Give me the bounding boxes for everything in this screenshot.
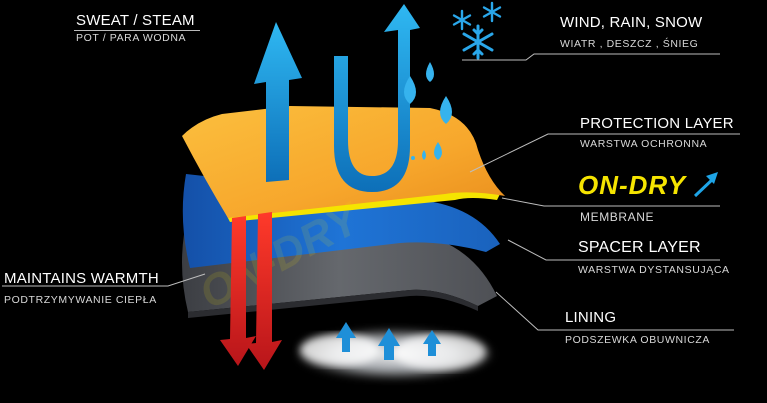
snowflake-icon [462,24,494,60]
warmth-arrows [220,212,282,370]
steam-arrows [336,322,441,360]
brand-arrow-icon [693,172,718,198]
water-drop-icon [411,156,415,160]
protection-subtitle: WARSTWA OCHRONNA [580,138,708,150]
lining-subtitle: PODSZEWKA OBUWNICZA [565,334,710,346]
wind-title: WIND, RAIN, SNOW [560,14,703,31]
up-arrow-icon [254,22,302,182]
water-drop-icon [434,142,442,160]
u-turn-arrow-icon [334,4,420,192]
protection-title: PROTECTION LAYER [580,115,734,132]
water-drop-icon [440,96,452,124]
lining-title: LINING [565,309,617,326]
on-dry-logo: ON-DRY [578,170,687,200]
snowflake-icon [452,9,472,31]
sweat-title: SWEAT / STEAM [76,12,195,29]
leader-lines [2,53,740,331]
spacer-title: SPACER LAYER [578,239,701,256]
up-arrow-icon [336,322,356,352]
water-drops [404,62,452,160]
snowflakes [452,1,502,60]
warmth-subtitle: PODTRZYMYWANIE CIEPŁA [4,294,157,306]
sweat-subtitle: POT / PARA WODNA [76,32,187,44]
warmth-title: MAINTAINS WARMTH [4,270,159,287]
water-drop-icon [422,150,426,160]
snowflake-icon [482,1,502,23]
down-arrow-icon [220,216,256,366]
steam-cloud-icon [295,328,495,380]
spacer-subtitle: WARSTWA DYSTANSUJĄCA [578,264,730,276]
water-drop-icon [404,76,416,104]
membrane-subtitle: MEMBRANE [580,210,655,224]
up-arrow-icon [423,330,441,356]
sweat-rule [74,30,200,31]
water-drop-icon [426,62,434,82]
wind-subtitle: WIATR , DESZCZ , ŚNIEG [560,38,699,50]
down-arrow-icon [246,212,282,370]
up-arrow-icon [378,328,400,360]
